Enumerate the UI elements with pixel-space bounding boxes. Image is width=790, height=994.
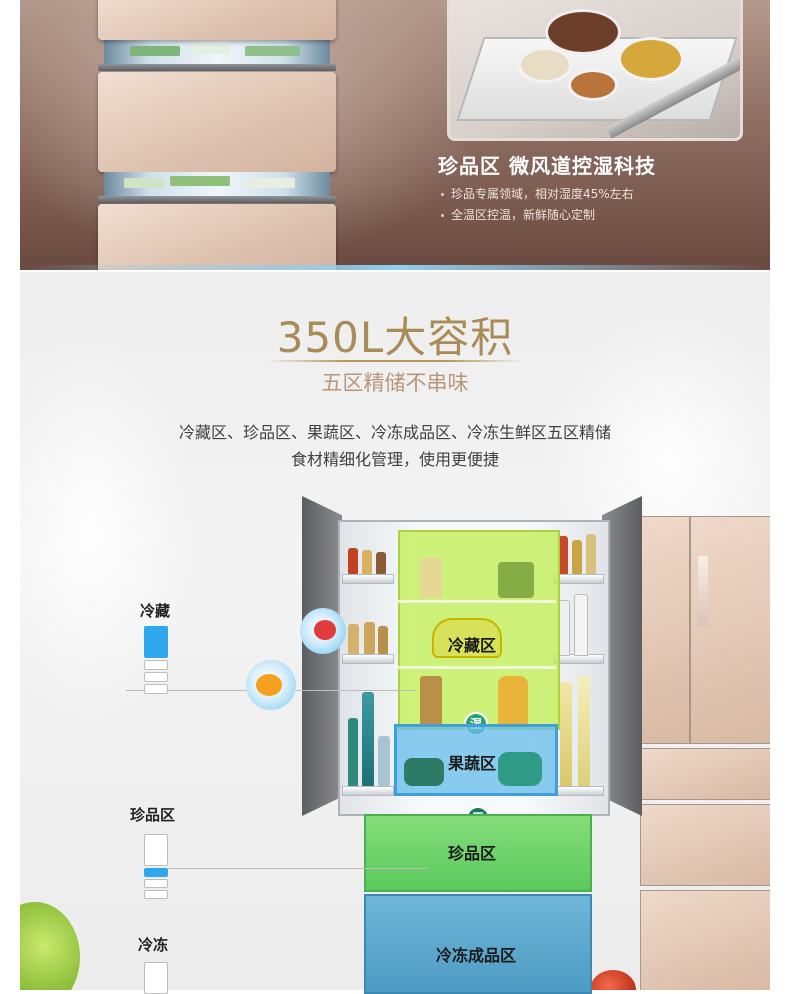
- legend-fridge-title: 冷藏: [140, 602, 171, 620]
- fridge-drawer: [640, 804, 770, 886]
- grape-box: [498, 562, 534, 598]
- bullet-dot: [441, 214, 444, 217]
- title-divider: [266, 360, 524, 362]
- fridge-drawer: [640, 748, 770, 800]
- nuts-bowl: [618, 37, 684, 81]
- vegetables: [404, 758, 444, 786]
- wine-bottle: [578, 676, 590, 786]
- orange-icon: [256, 674, 282, 696]
- legend-box: [144, 660, 168, 670]
- legend-box: [144, 962, 168, 994]
- bg-light: [20, 332, 200, 732]
- bottle: [348, 548, 358, 574]
- pot: [432, 618, 502, 658]
- door-shelf: [554, 574, 604, 584]
- drawer-goods: [190, 44, 230, 54]
- fridge-diagram: 冷藏区 湿 果蔬区 干 珍品区 冷冻成品区: [302, 496, 642, 994]
- top-banner: [20, 0, 770, 270]
- grain-bowl: [518, 47, 572, 83]
- drawer-goods: [245, 178, 295, 188]
- legend-box: [144, 672, 168, 682]
- sauce-bottle: [586, 534, 596, 574]
- legend-box: [144, 890, 168, 899]
- frozen-zone-label: 冷冻成品区: [436, 946, 517, 965]
- drawer-goods: [245, 46, 300, 56]
- bottle: [376, 552, 386, 574]
- veg-zone-label: 果蔬区: [448, 754, 497, 773]
- fridge-door-left: [302, 496, 342, 816]
- milk-bottle: [574, 594, 588, 656]
- bullet-dot: [441, 193, 444, 196]
- treasure-zone-label: 珍品区: [448, 844, 497, 863]
- strawberry-icon: [314, 620, 336, 640]
- drawer-front: [98, 0, 336, 40]
- banner-bullet-text: 珍品专属领域，相对湿度45%左右: [451, 187, 634, 201]
- fridge-zone-label: 冷藏区: [448, 636, 497, 655]
- fridge-door-right: [690, 516, 770, 744]
- wine-bottle: [560, 682, 572, 786]
- hero-desc-line: 冷藏区、珍品区、果蔬区、冷冻成品区、冷冻生鲜区五区精储: [178, 423, 611, 442]
- banner-title: 珍品区 微风道控湿科技: [438, 154, 656, 178]
- drawer-goods: [170, 176, 230, 186]
- door-shelf: [342, 574, 394, 584]
- legend-box: [144, 879, 168, 888]
- drawer-handle: [98, 196, 336, 203]
- jar: [364, 622, 375, 654]
- shelf: [398, 600, 556, 603]
- door-shelf: [342, 786, 394, 796]
- jar: [420, 676, 442, 724]
- drawer-goods: [124, 178, 164, 188]
- hero-desc-line: 食材精细化管理，使用更便捷: [290, 450, 499, 469]
- dried-food-bowl: [545, 9, 621, 55]
- fridge-door-left: [640, 516, 690, 744]
- banner-bottom-glow: [20, 265, 770, 270]
- bottle: [378, 736, 390, 786]
- sauce-bottle: [572, 540, 582, 574]
- door-shelf: [554, 786, 604, 796]
- water-bottle: [362, 692, 374, 786]
- fridge-drawer: [640, 890, 770, 990]
- food-container: [420, 558, 442, 598]
- banner-bullet: 全温区控温，新鲜随心定制: [441, 206, 595, 223]
- drawer-front: [98, 204, 336, 270]
- legend-treasure-title: 珍品区: [130, 806, 176, 824]
- legend-treasure-box: [144, 868, 168, 877]
- legend-box: [144, 684, 168, 694]
- drawer-front: [98, 72, 336, 172]
- snack-bowl: [568, 69, 618, 101]
- banner-bullet: 珍品专属领域，相对湿度45%左右: [441, 185, 634, 202]
- juice-jug: [498, 676, 528, 726]
- drawer-handle: [98, 64, 336, 71]
- apple-decoration: [20, 902, 80, 990]
- connector-line: [168, 868, 428, 869]
- legend-frozen-title: 冷冻: [138, 936, 169, 954]
- sauce-bottle: [558, 536, 568, 574]
- shelf: [398, 666, 556, 669]
- treasure-zone-drawer: [364, 814, 592, 892]
- tomato-decoration: [590, 970, 636, 990]
- background-fridge: [640, 516, 770, 990]
- jar: [378, 626, 388, 654]
- water-bottle: [348, 718, 358, 786]
- treasure-drawer-photo: [447, 0, 743, 141]
- banner-bullet-text: 全温区控温，新鲜随心定制: [451, 208, 596, 222]
- legend-fridge-box: [144, 626, 168, 658]
- vegetables: [498, 752, 542, 786]
- fridge-display: [698, 556, 708, 626]
- bottle: [362, 550, 372, 574]
- legend-box: [144, 834, 168, 866]
- door-shelf: [342, 654, 394, 664]
- drawer-goods: [130, 46, 180, 56]
- hero-subtitle: 五区精储不串味: [321, 371, 469, 395]
- jar: [348, 624, 359, 654]
- hero-title: 350L大容积: [276, 313, 514, 362]
